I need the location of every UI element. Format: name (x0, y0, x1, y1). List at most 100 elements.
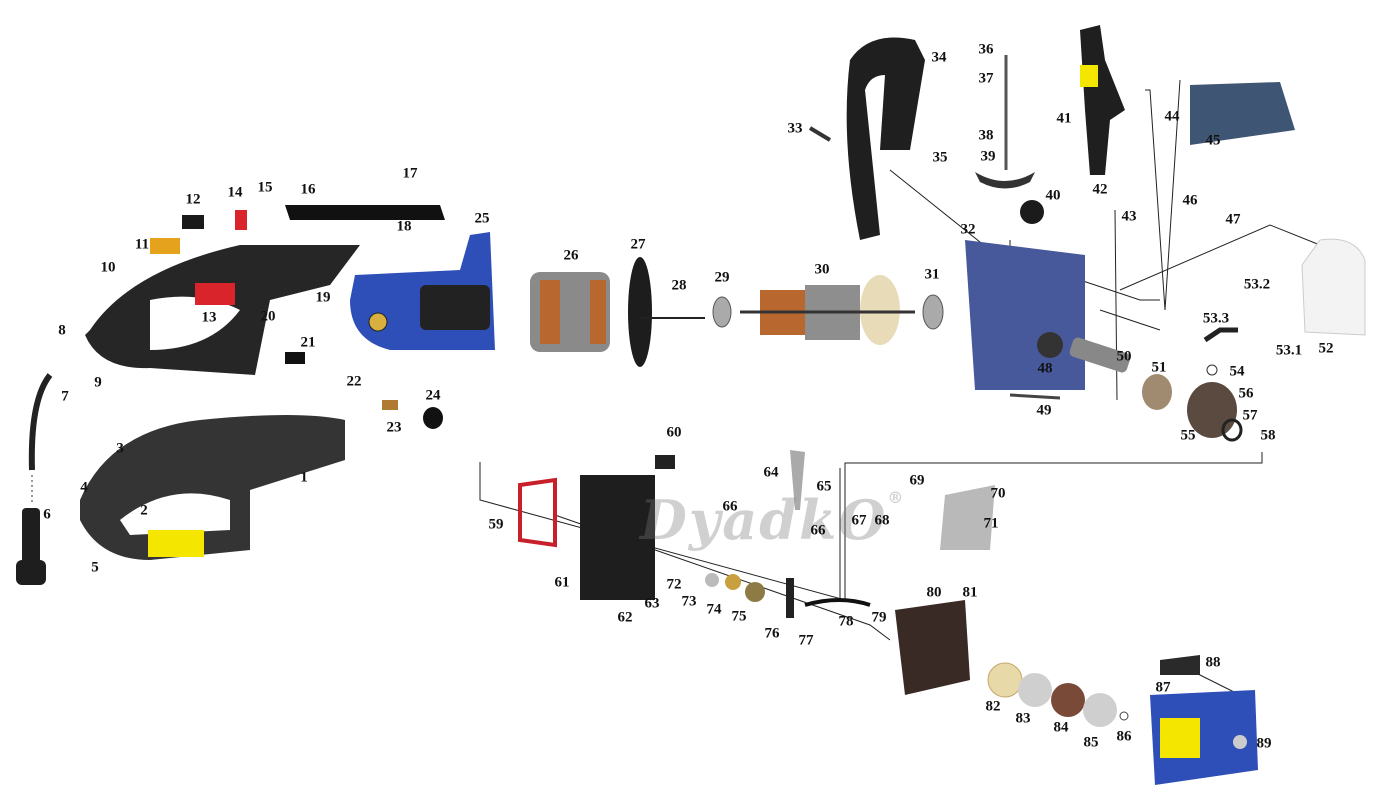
part-label: 17 (402, 165, 418, 182)
part-label: 35 (932, 149, 948, 166)
warning-label (148, 530, 204, 557)
worm-gear (1142, 374, 1172, 410)
part-label: 9 (94, 374, 102, 391)
handle-opening (150, 296, 240, 350)
part-label: 37 (978, 70, 994, 87)
registered-mark: ® (887, 488, 906, 507)
switch (182, 215, 204, 229)
part-label: 27 (630, 236, 646, 253)
part-label: 45 (1205, 132, 1221, 149)
part-label: 26 (563, 247, 579, 264)
plug (22, 508, 40, 568)
terminal-block (285, 352, 305, 364)
part-label: 56 (1238, 385, 1254, 402)
part-label: 2 (140, 502, 148, 519)
part-label: 6 (43, 506, 51, 523)
part-label: 74 (706, 601, 722, 618)
brake-lever (1080, 25, 1125, 175)
bushing (368, 312, 388, 332)
part-label: 43 (1121, 208, 1137, 225)
part-label: 10 (100, 259, 116, 276)
part-label: 58 (1260, 427, 1276, 444)
washer-74 (725, 574, 741, 590)
part-label: 41 (1056, 110, 1072, 127)
watermark-logo: DyadkO® (640, 488, 905, 552)
lever-bar (285, 205, 445, 220)
part-label: 86 (1116, 728, 1132, 745)
armature-fan (860, 275, 900, 345)
part-label: 34 (931, 49, 947, 66)
part-label: 21 (300, 334, 316, 351)
part-label: 5 (91, 559, 99, 576)
part-label: 14 (227, 184, 243, 201)
trigger (195, 283, 235, 305)
part-label: 71 (983, 515, 999, 532)
capacitor (150, 238, 180, 254)
washer-85 (1083, 693, 1117, 727)
oil-tube (804, 598, 871, 607)
part-label: 55 (1180, 427, 1196, 444)
gear-75 (745, 582, 765, 602)
part-label: 1 (300, 469, 308, 486)
part-label: 63 (644, 595, 660, 612)
part-label: 66 (810, 522, 826, 539)
chain-cover (1150, 690, 1258, 785)
part-label: 87 (1155, 679, 1171, 696)
part-label: 3 (116, 440, 124, 457)
watermark-text: DyadkO (640, 488, 888, 552)
gearbox-housing (580, 475, 655, 600)
part-label: 51 (1151, 359, 1167, 376)
brush (382, 400, 398, 410)
part-label: 79 (871, 609, 887, 626)
part-label: 53.3 (1202, 310, 1230, 327)
part-label: 73 (681, 593, 697, 610)
part-label: 75 (731, 608, 747, 625)
part-label: 46 (1182, 192, 1198, 209)
part-label: 89 (1256, 735, 1272, 752)
screw-49 (1009, 393, 1061, 400)
spring-plate (975, 172, 1035, 189)
part-label: 32 (960, 221, 976, 238)
oil-tank (1301, 238, 1366, 336)
part-label: 36 (978, 41, 994, 58)
guide-plate (940, 485, 995, 550)
handle-opening-right (120, 493, 230, 535)
cover-nut (1233, 735, 1247, 749)
part-label: 62 (617, 609, 633, 626)
stator-winding (540, 280, 560, 344)
part-label: 16 (300, 181, 316, 198)
fan (628, 257, 652, 367)
part-label: 67 (851, 512, 867, 529)
part-label: 40 (1045, 187, 1061, 204)
main-housing (965, 240, 1085, 390)
part-label: 84 (1053, 719, 1069, 736)
cord-sleeve (28, 373, 53, 471)
part-label: 49 (1036, 402, 1052, 419)
part-label: 64 (763, 464, 779, 481)
oil-fitting (1203, 327, 1238, 343)
part-label: 76 (764, 625, 780, 642)
part-label: 70 (990, 485, 1006, 502)
lock-button (235, 210, 247, 230)
part-label: 42 (1092, 181, 1108, 198)
part-label: 11 (134, 236, 150, 253)
part-label: 24 (425, 387, 441, 404)
part-label: 66 (722, 498, 738, 515)
part-label: 72 (666, 576, 682, 593)
o-ring-54 (1206, 364, 1218, 376)
part-label: 28 (671, 277, 687, 294)
part-label: 12 (185, 191, 201, 208)
part-label: 4 (80, 479, 88, 496)
bolt-33 (808, 126, 832, 142)
chain-cover-label (1160, 718, 1200, 758)
washer-82 (987, 662, 1023, 698)
part-label: 59 (488, 516, 504, 533)
handle-housing-right (80, 415, 345, 560)
part-label: 88 (1205, 654, 1221, 671)
part-label: 22 (346, 373, 362, 390)
part-label: 82 (985, 698, 1001, 715)
bearing-29 (712, 296, 732, 328)
front-handle (846, 37, 925, 240)
